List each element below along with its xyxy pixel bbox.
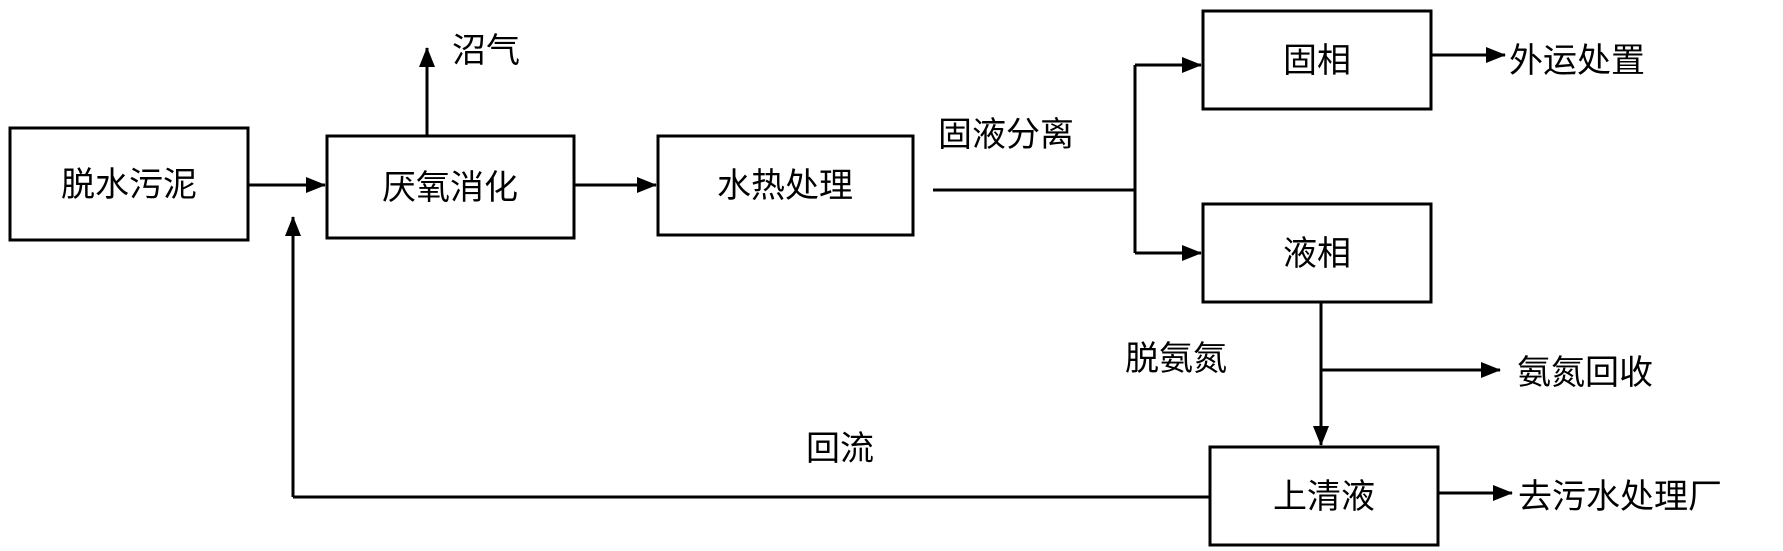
box-liquid-phase-label: 液相: [1283, 234, 1351, 274]
box-hydrothermal-treatment-label: 水热处理: [717, 166, 853, 206]
box-solid-phase: 固相: [1201, 9, 1433, 111]
box-dewatered-sludge: 脱水污泥: [8, 126, 250, 242]
label-external-disposal: 外运处置: [1509, 41, 1645, 81]
label-to-wwtp: 去污水处理厂: [1518, 477, 1722, 517]
box-supernatant-label: 上清液: [1273, 477, 1375, 517]
box-hydrothermal-treatment: 水热处理: [656, 134, 915, 237]
box-anaerobic-digestion: 厌氧消化: [325, 134, 576, 240]
label-ammonia-recovery: 氨氮回收: [1517, 353, 1653, 393]
box-liquid-phase: 液相: [1201, 202, 1433, 304]
box-supernatant: 上清液: [1208, 445, 1440, 547]
box-dewatered-sludge-label: 脱水污泥: [61, 165, 197, 205]
box-anaerobic-digestion-label: 厌氧消化: [382, 168, 518, 208]
label-biogas: 沼气: [452, 31, 520, 71]
label-reflux: 回流: [806, 429, 874, 469]
box-solid-phase-label: 固相: [1283, 41, 1351, 81]
label-ammonia-stripping: 脱氨氮: [1125, 339, 1227, 379]
label-solid-liquid-separation: 固液分离: [938, 115, 1074, 155]
